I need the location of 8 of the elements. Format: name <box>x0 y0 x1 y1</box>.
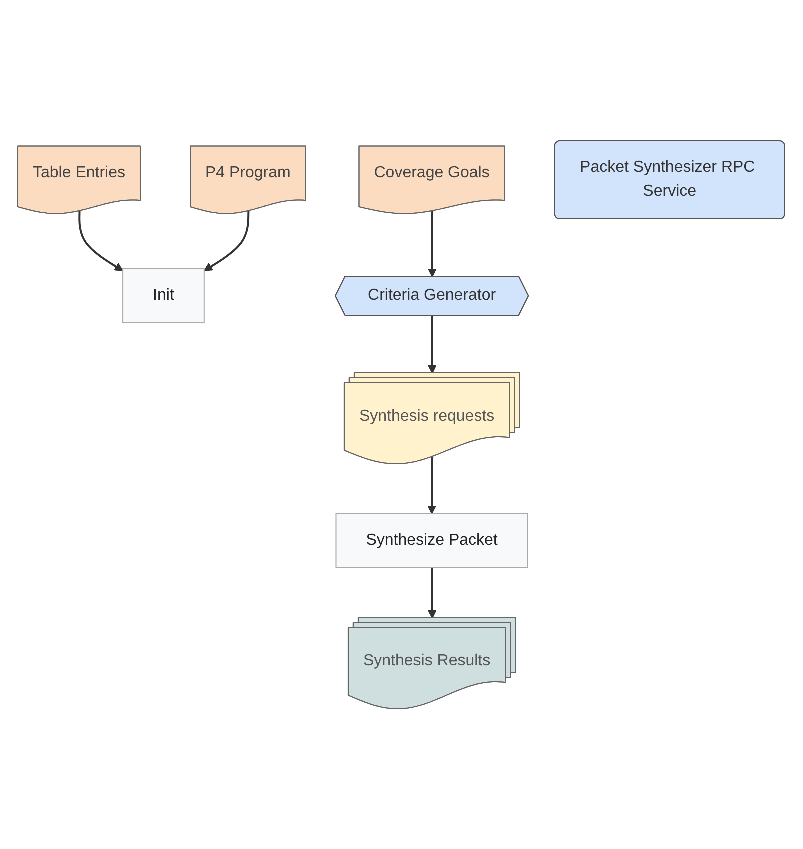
arrow <box>428 568 437 618</box>
node-box: Init <box>122 268 205 324</box>
arrow <box>428 456 437 514</box>
node-box: Synthesize Packet <box>336 513 528 568</box>
arrow <box>204 210 250 271</box>
arrow <box>428 210 437 277</box>
arrow <box>78 210 124 271</box>
arrow <box>428 316 437 374</box>
